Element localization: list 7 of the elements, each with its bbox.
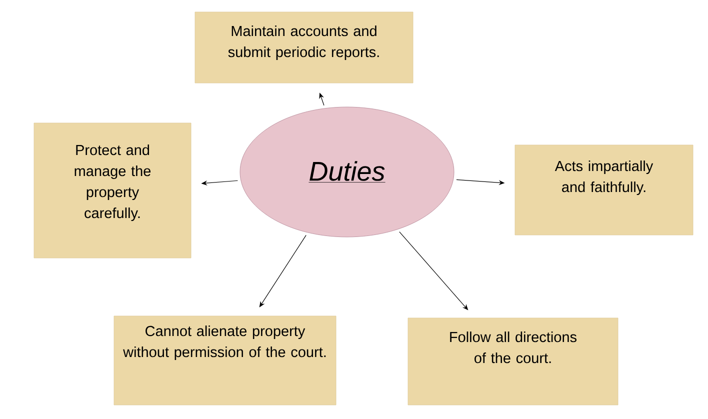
text-box: Protect and manage the property carefully.	[34, 122, 192, 258]
text-box: Cannot alienate property without permission of the court.	[114, 316, 336, 406]
text-box: Acts impartially and faithfully.	[514, 144, 694, 236]
text-box: Maintain accounts and submit periodic reports.	[194, 12, 414, 84]
arrow	[259, 234, 306, 308]
text-box: Follow all directions of the court.	[408, 318, 618, 406]
ellipse-node: Duties	[240, 106, 454, 238]
